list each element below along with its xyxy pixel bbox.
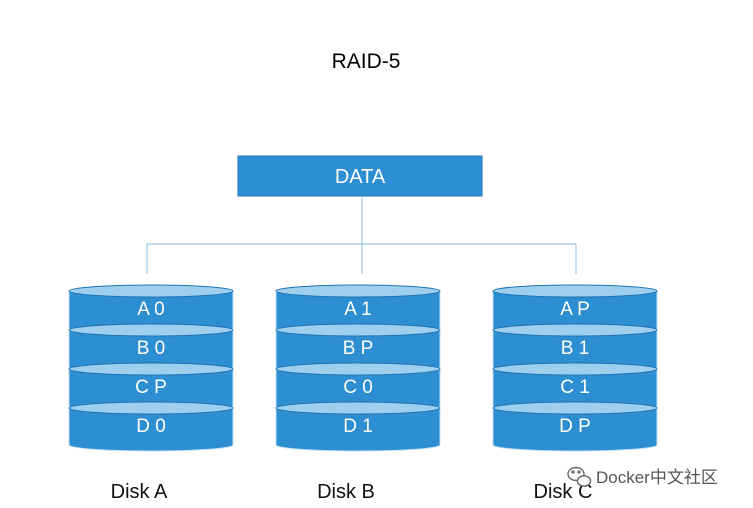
disk-block: C 0 bbox=[275, 362, 441, 413]
disk-block-top bbox=[275, 401, 441, 415]
disk-block-label: A 0 bbox=[137, 299, 164, 320]
disk-block-top bbox=[68, 284, 234, 298]
disk-block-top bbox=[68, 362, 234, 376]
disk-3: A P B 1 C 1 D P Disk C bbox=[492, 284, 658, 503]
disk-block: A 0 bbox=[68, 284, 234, 335]
disk-block-label: B 0 bbox=[137, 338, 166, 359]
disk-block-label: D 0 bbox=[136, 416, 166, 437]
disk-block-top bbox=[492, 401, 658, 415]
data-box-rect bbox=[237, 155, 483, 197]
disk-block: D 0 bbox=[68, 401, 234, 452]
disk-1: A 0 B 0 C P D 0 Disk A bbox=[68, 284, 234, 503]
disk-block-top bbox=[275, 284, 441, 298]
disk-block: B 1 bbox=[492, 323, 658, 374]
disk-block-body bbox=[275, 407, 441, 452]
disk-block-label: D 1 bbox=[343, 416, 373, 437]
disk-block-top bbox=[275, 323, 441, 337]
disk-name: Disk B bbox=[317, 481, 375, 503]
disk-block-label: B 1 bbox=[561, 338, 590, 359]
disk-block-label: B P bbox=[343, 338, 374, 359]
disk-block-label: C P bbox=[135, 377, 167, 398]
disk-block-top bbox=[492, 362, 658, 376]
connector-lines bbox=[146, 196, 577, 274]
disk-name: Disk C bbox=[534, 481, 593, 503]
disk-block-body bbox=[68, 407, 234, 452]
data-box-label: DATA bbox=[335, 166, 386, 188]
disk-block: A 1 bbox=[275, 284, 441, 335]
watermark-text: Docker中文社区 bbox=[596, 468, 718, 487]
data-box: DATA bbox=[237, 155, 483, 197]
diagram-title: RAID-5 bbox=[332, 50, 401, 73]
disk-2: A 1 B P C 0 D 1 Disk B bbox=[275, 284, 441, 503]
disk-block-label: C 1 bbox=[560, 377, 590, 398]
disk-block-label: A 1 bbox=[344, 299, 371, 320]
disk-name: Disk A bbox=[111, 481, 168, 503]
disk-block: C P bbox=[68, 362, 234, 413]
disk-block: A P bbox=[492, 284, 658, 335]
disk-block: B P bbox=[275, 323, 441, 374]
disk-block-top bbox=[492, 323, 658, 337]
disk-block-body bbox=[492, 407, 658, 452]
disk-block-top bbox=[68, 323, 234, 337]
disk-block-label: A P bbox=[560, 299, 590, 320]
disk-block-top bbox=[68, 401, 234, 415]
watermark: Docker中文社区 bbox=[567, 466, 718, 487]
wechat-icon bbox=[567, 466, 592, 487]
disk-block-label: D P bbox=[559, 416, 591, 437]
disk-block: D P bbox=[492, 401, 658, 452]
disk-block-top bbox=[275, 362, 441, 376]
disk-block-label: C 0 bbox=[343, 377, 373, 398]
disk-block: D 1 bbox=[275, 401, 441, 452]
disks: A 0 B 0 C P D 0 Disk A A 1 B P C 0 D 1 Disk B A P B… bbox=[68, 284, 658, 503]
disk-block-top bbox=[492, 284, 658, 298]
